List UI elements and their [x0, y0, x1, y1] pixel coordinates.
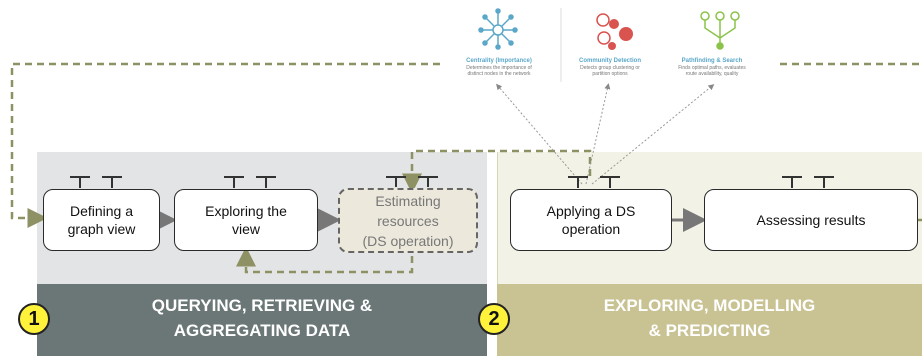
tool-community-title: Community Detection — [578, 58, 641, 64]
tool-centrality-desc: Determines the importance of distinct no… — [466, 65, 532, 77]
step-defining-graph-view: Defining a graph view — [43, 189, 160, 251]
phase-1-badge: 1 — [18, 303, 50, 335]
path-tree-icon — [700, 11, 740, 50]
feedback-loop-left — [10, 62, 440, 228]
phase-1-label: QUERYING, RETRIEVING & AGGREGATING DATA — [151, 296, 373, 340]
phase-2-band — [497, 284, 922, 356]
phase-2-badge: 2 — [478, 303, 510, 335]
phase-2-label: EXPLORING, MODELLING & PREDICTING — [603, 296, 816, 340]
tool-pathfinding: Pathfinding & Search Finds optimal paths… — [662, 58, 762, 77]
network-hub-icon — [478, 8, 518, 50]
step-assessing-results: Assessing results — [704, 189, 918, 251]
step-estimating-resources: Estimating resources (DS operation) — [338, 188, 478, 253]
dotted-to-centrality — [496, 83, 583, 185]
tool-community-desc: Detects group clustering or partition op… — [580, 65, 640, 77]
dotted-to-community — [585, 83, 611, 185]
tool-pathfinding-title: Pathfinding & Search — [681, 58, 743, 64]
phase-1-band — [37, 284, 487, 356]
dotted-to-pathfinding — [591, 84, 715, 185]
step-applying-ds-operation: Applying a DS operation — [510, 189, 672, 251]
socket-icons — [70, 176, 834, 188]
tool-centrality: Centrality (Importance) Determines the i… — [446, 58, 552, 77]
clusters-icon — [596, 13, 633, 50]
step-exploring-view: Exploring the view — [174, 189, 318, 251]
exploring-feedback — [236, 246, 414, 274]
tool-pathfinding-desc: Finds optimal paths, evaluates route ava… — [678, 65, 746, 77]
tool-centrality-title: Centrality (Importance) — [466, 58, 532, 64]
estimate-feedback — [402, 149, 592, 194]
tool-community: Community Detection Detects group cluste… — [565, 58, 655, 77]
